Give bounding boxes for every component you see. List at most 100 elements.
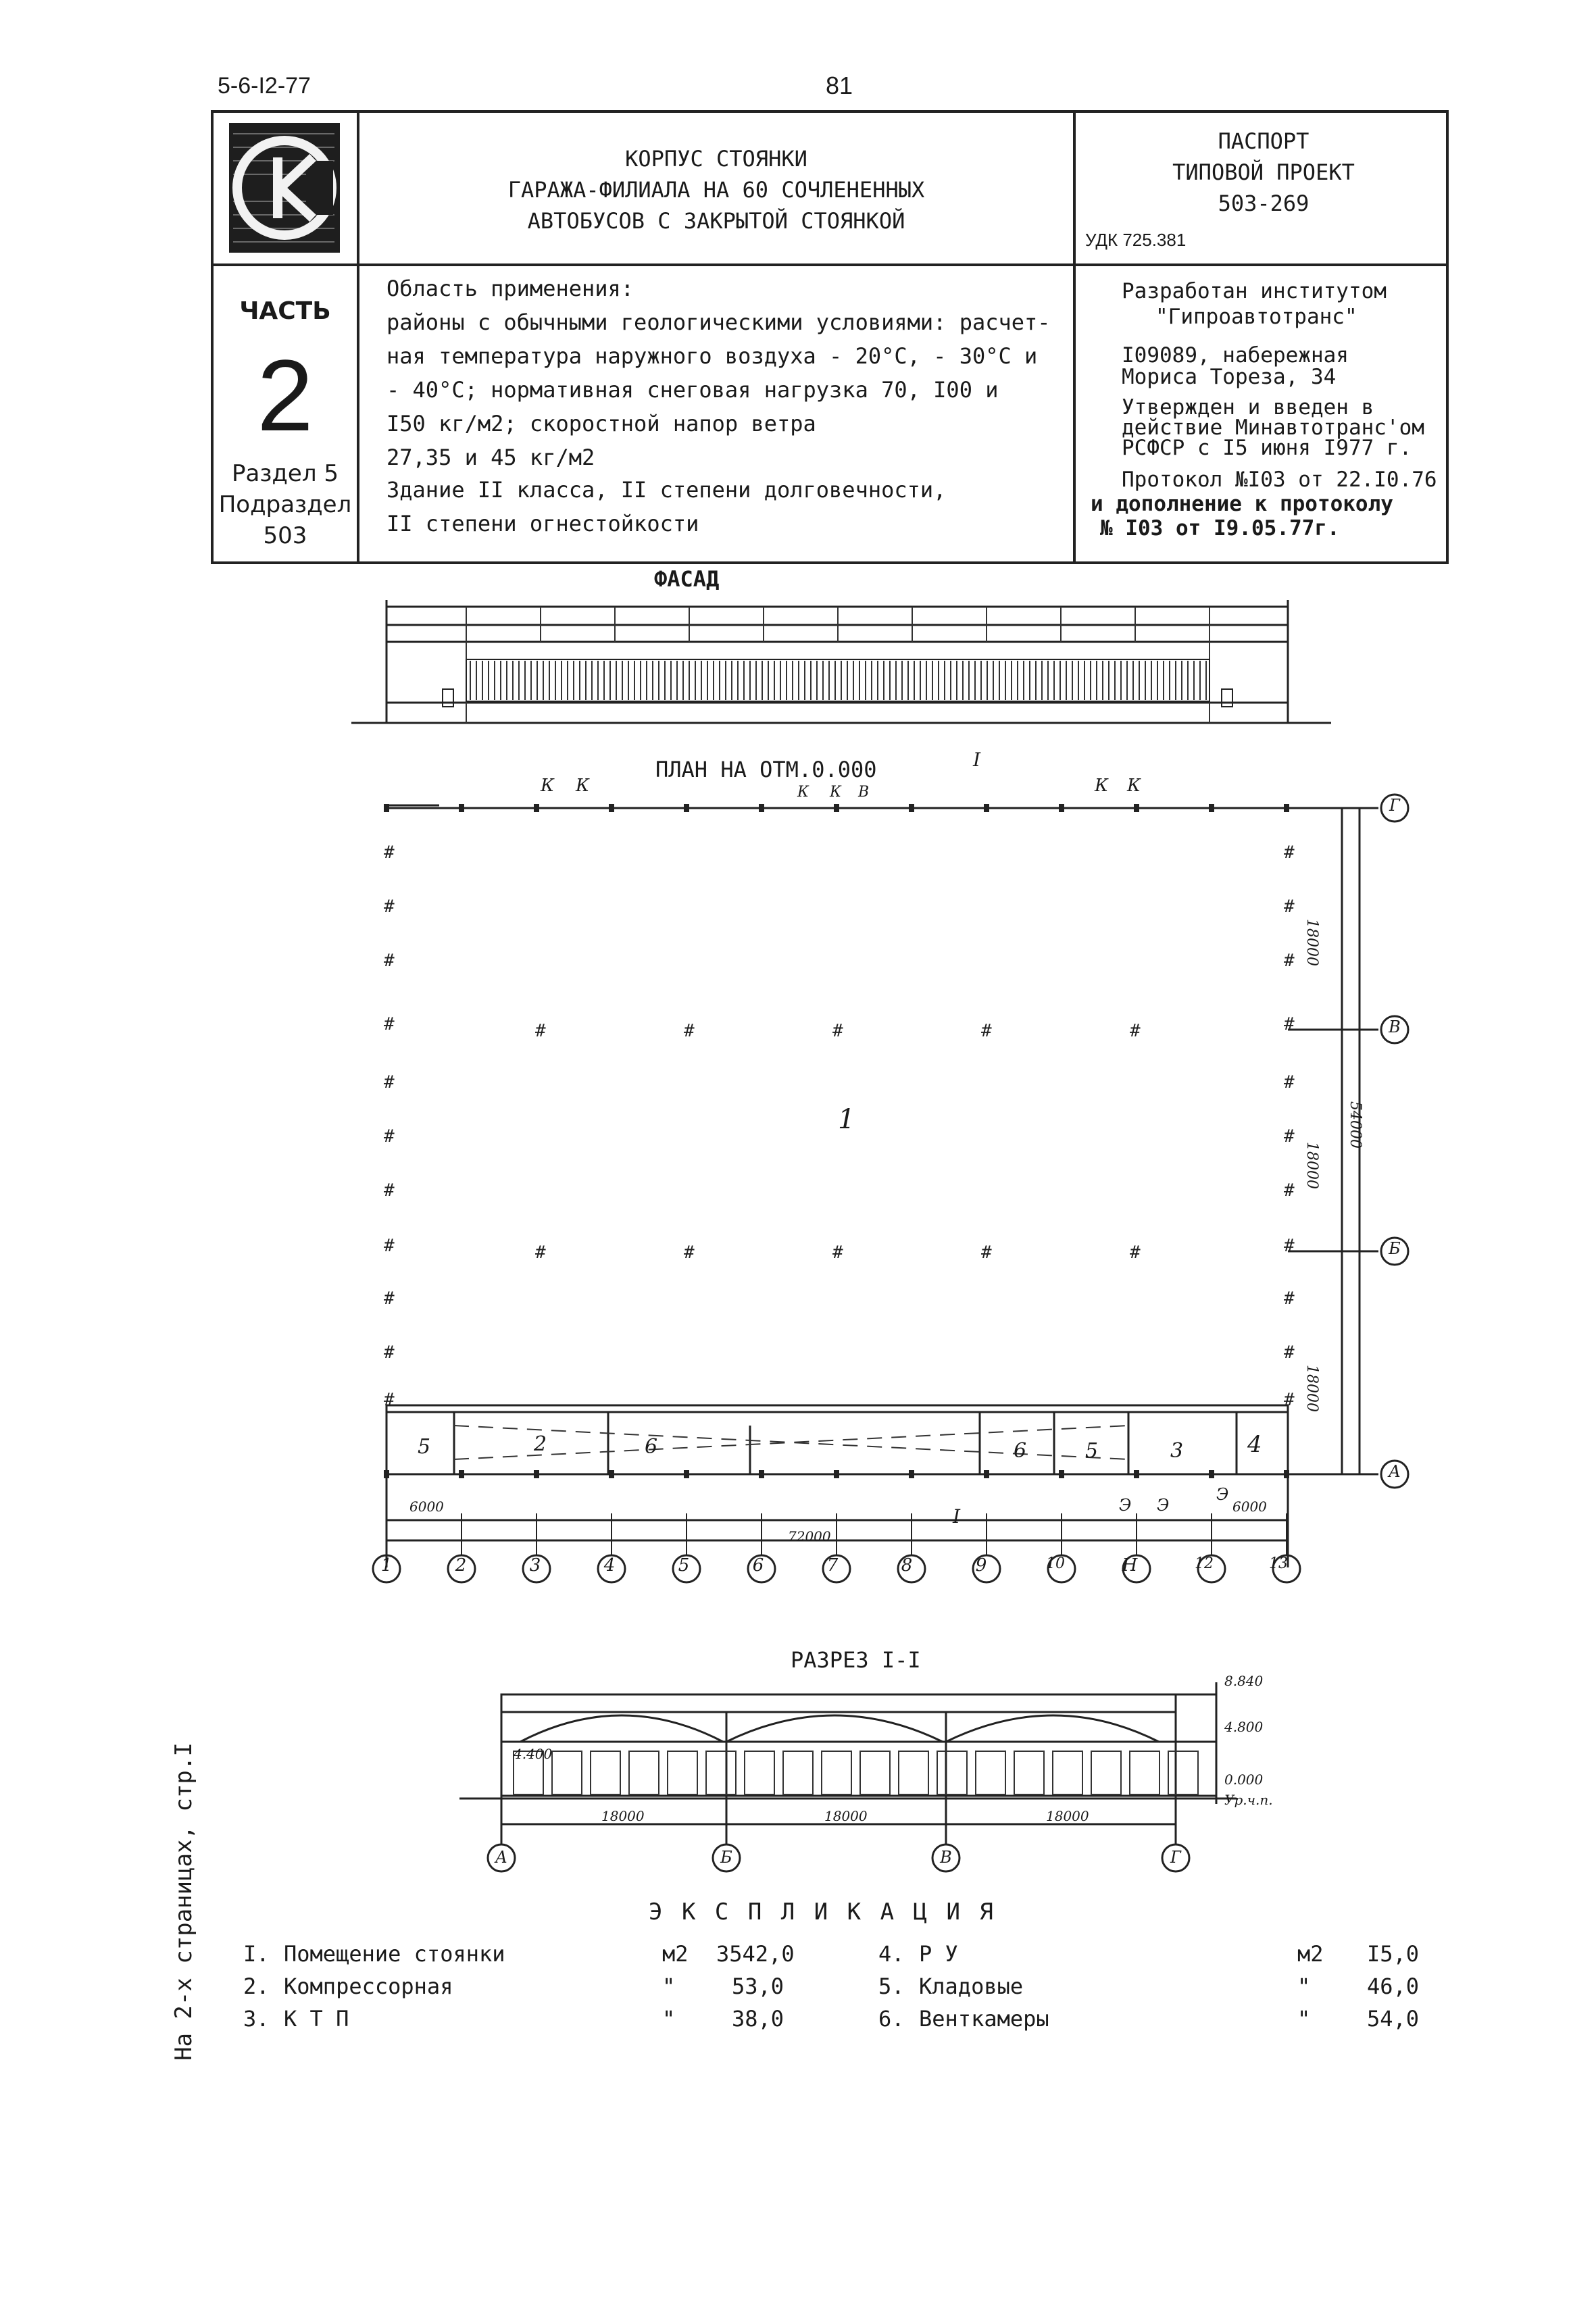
- item-num: 5.: [878, 1973, 905, 1999]
- section-level: 0.000: [1224, 1771, 1264, 1788]
- item-unit: ": [662, 1973, 676, 1999]
- top-wall-column: [1059, 804, 1064, 812]
- item-unit: м2: [1297, 1941, 1324, 1967]
- wall-column-mark: #: [1284, 1126, 1295, 1147]
- axis-label: 5: [678, 1555, 690, 1576]
- wall-column-mark: #: [1284, 951, 1295, 971]
- wall-column-mark: #: [384, 951, 395, 971]
- plan-axis-circle: [1380, 1015, 1410, 1045]
- axis-label: 9: [975, 1555, 987, 1576]
- axis-label: Б: [720, 1848, 732, 1867]
- axis-label: Н: [1122, 1555, 1138, 1576]
- section-level: 8.840: [1224, 1673, 1264, 1689]
- developer-line: Мориса Тореза, 34: [1122, 365, 1337, 389]
- room-number: 3: [1170, 1439, 1184, 1463]
- scope-line: районы с обычными геологическими условия…: [386, 309, 1051, 335]
- room-number: 4: [1247, 1431, 1262, 1458]
- scope-line: Область применения:: [386, 276, 634, 301]
- passport-block: ПАСПОРТ ТИПОВОЙ ПРОЕКТ 503-269: [1081, 126, 1446, 219]
- wall-column-mark: #: [384, 1236, 395, 1256]
- developer-block: Разработан институтом "Гипроавтотранс" I…: [1081, 278, 1446, 540]
- plan-axis-circle: [1272, 1554, 1301, 1584]
- column-mark: #: [535, 1021, 546, 1041]
- bottom-wall-column: [1284, 1470, 1289, 1478]
- top-wall-column: [984, 804, 989, 812]
- room-number: 6: [1014, 1439, 1027, 1463]
- item-unit: ": [1297, 2006, 1311, 2032]
- column-mark: #: [832, 1242, 843, 1263]
- section-door: [513, 1751, 544, 1795]
- top-wall-column: [1134, 804, 1139, 812]
- section-drawing: [459, 1682, 1237, 1873]
- item-name: Помещение стоянки: [284, 1941, 505, 1967]
- section-door: [937, 1751, 968, 1795]
- developer-line: Протокол №I03 от 22.I0.76: [1122, 468, 1437, 492]
- wall-column-mark: #: [1284, 1236, 1295, 1256]
- plan-mark: Э: [1216, 1485, 1229, 1504]
- section-door: [898, 1751, 929, 1795]
- plan-axis-circle: [447, 1554, 476, 1584]
- plan-drawing: ################################: [372, 793, 1410, 1584]
- top-wall-column: [909, 804, 914, 812]
- part-label: ЧАСТЬ: [239, 297, 331, 325]
- explication-row: 5.Кладовые"46,0: [878, 1970, 1419, 2003]
- column-mark: #: [832, 1021, 843, 1041]
- column-mark: #: [684, 1242, 695, 1263]
- plan-axis-circle: [822, 1554, 851, 1584]
- item-value: 46,0: [1366, 1973, 1419, 1999]
- plan-dim-label: 18000: [1303, 1142, 1320, 1189]
- developer-line: действие Минавтотранс'ом: [1122, 416, 1424, 440]
- axis-label: 13: [1269, 1555, 1288, 1572]
- plan-dim-total: 54000: [1347, 1101, 1364, 1149]
- plan-title: ПЛАН НА ОТМ.0.000: [655, 757, 877, 782]
- bottom-wall-column: [609, 1470, 614, 1478]
- passport-line: 503-269: [1218, 191, 1310, 216]
- passport-line: ТИПОВОЙ ПРОЕКТ: [1172, 159, 1355, 185]
- doc-code: 5-6-I2-77: [218, 73, 311, 99]
- bottom-wall-column: [1209, 1470, 1214, 1478]
- plan-axis-circle: [747, 1554, 776, 1584]
- axis-label: 7: [826, 1555, 839, 1576]
- bottom-wall-column: [384, 1470, 389, 1478]
- developer-line: Разработан институтом: [1122, 279, 1387, 303]
- item-num: 3.: [243, 2006, 270, 2032]
- section-level: Ур.ч.п.: [1224, 1792, 1273, 1808]
- part-number: 2: [257, 338, 314, 452]
- item-name: Компрессорная: [284, 1973, 453, 1999]
- axis-label: 10: [1046, 1555, 1065, 1572]
- room-number: 6: [645, 1435, 658, 1459]
- top-wall-column: [609, 804, 614, 812]
- section-dim: 18000: [824, 1808, 868, 1824]
- wall-column-mark: #: [1284, 1014, 1295, 1034]
- subsection-label: Подраздел: [218, 491, 352, 518]
- plan-mark: I: [953, 1505, 961, 1528]
- plan-axis-circle: [1380, 1236, 1410, 1266]
- bottom-wall-column: [909, 1470, 914, 1478]
- section-door: [1168, 1751, 1199, 1795]
- plan-mark: К: [1095, 776, 1109, 796]
- wall-column-mark: #: [1284, 1180, 1295, 1201]
- section-door: [744, 1751, 775, 1795]
- udk-code: УДК 725.381: [1085, 230, 1187, 250]
- bottom-wall-column: [759, 1470, 764, 1478]
- bottom-wall-column: [1059, 1470, 1064, 1478]
- bottom-wall-column: [834, 1470, 839, 1478]
- section-door: [1052, 1751, 1083, 1795]
- facade-title: ФАСАД: [654, 566, 720, 592]
- wall-column-mark: #: [1284, 1342, 1295, 1363]
- wall-column-mark: #: [1284, 1390, 1295, 1410]
- section-door: [821, 1751, 852, 1795]
- room-number: 1: [838, 1104, 855, 1135]
- top-wall-column: [1209, 804, 1214, 812]
- section-door: [705, 1751, 737, 1795]
- wall-column-mark: #: [384, 1072, 395, 1092]
- title-block-frame: [211, 110, 1449, 564]
- plan-axis-circle: [372, 1554, 401, 1584]
- scope-line: 27,35 и 45 кг/м2: [386, 445, 595, 470]
- explication-row: 6.Венткамеры"54,0: [878, 2003, 1419, 2035]
- axis-label: А: [495, 1848, 508, 1867]
- facade-drawing: [351, 600, 1331, 724]
- axis-label: 8: [901, 1555, 913, 1576]
- axis-label: 6: [752, 1555, 764, 1576]
